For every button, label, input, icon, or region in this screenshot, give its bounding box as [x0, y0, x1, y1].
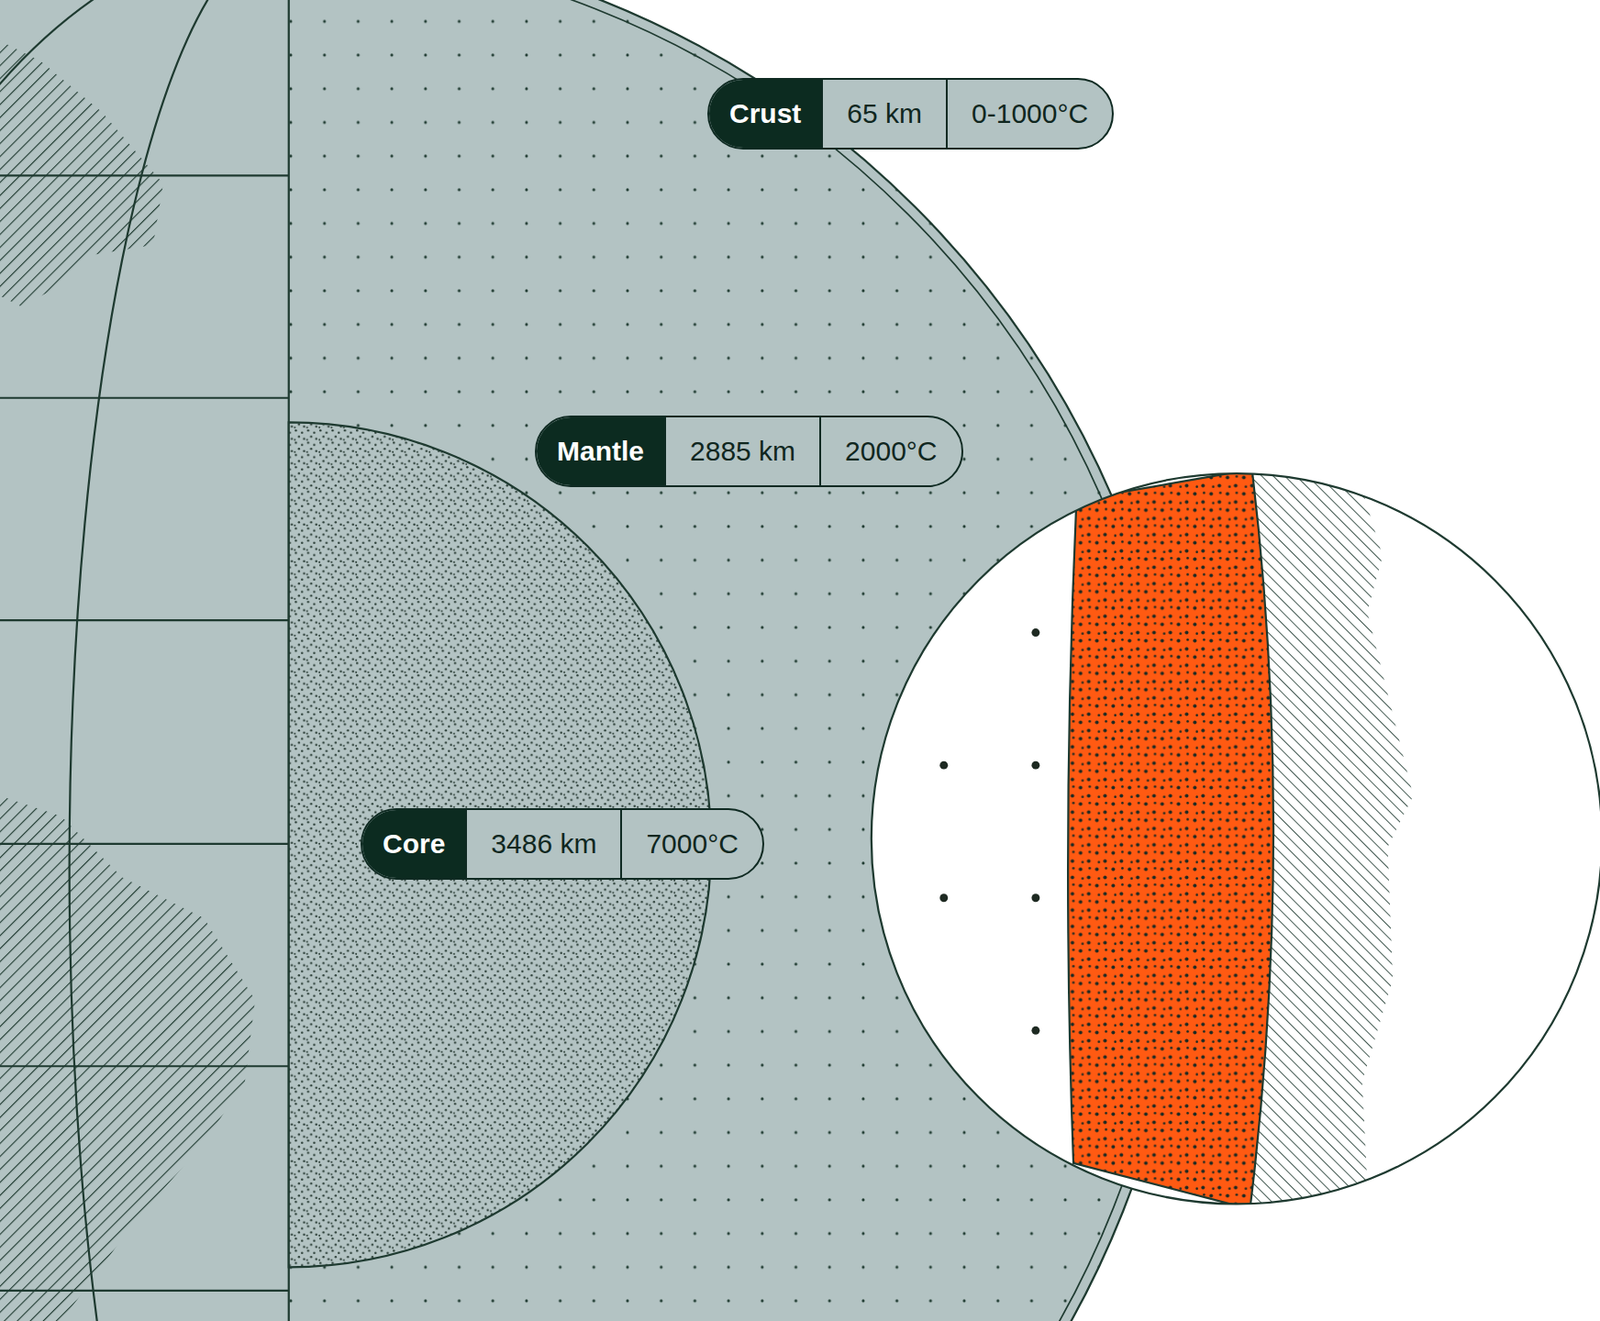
- layer-temperature: 0-1000°C: [945, 79, 1112, 148]
- layer-thickness: 3486 km: [465, 810, 621, 878]
- layer-label: Core3486 km7000°C: [360, 808, 765, 880]
- layer-label: Crust65 km0-1000°C: [707, 77, 1114, 150]
- mantle-texture: [288, 0, 1514, 1321]
- layer-thickness: 65 km: [821, 79, 946, 148]
- crust-band: [1067, 469, 1274, 1210]
- globe-surface: [0, 0, 289, 1321]
- layer-temperature: 2000°C: [819, 417, 961, 486]
- layer-label: Mantle2885 km2000°C: [534, 415, 964, 488]
- layer-thickness: 2885 km: [664, 417, 820, 486]
- layer-name: Core: [362, 810, 466, 878]
- layer-name: Crust: [709, 79, 822, 148]
- layer-temperature: 7000°C: [620, 810, 762, 878]
- layer-name: Mantle: [536, 417, 665, 486]
- surface-hatch: [1249, 469, 1413, 1210]
- mantle-dots: [939, 628, 1040, 1035]
